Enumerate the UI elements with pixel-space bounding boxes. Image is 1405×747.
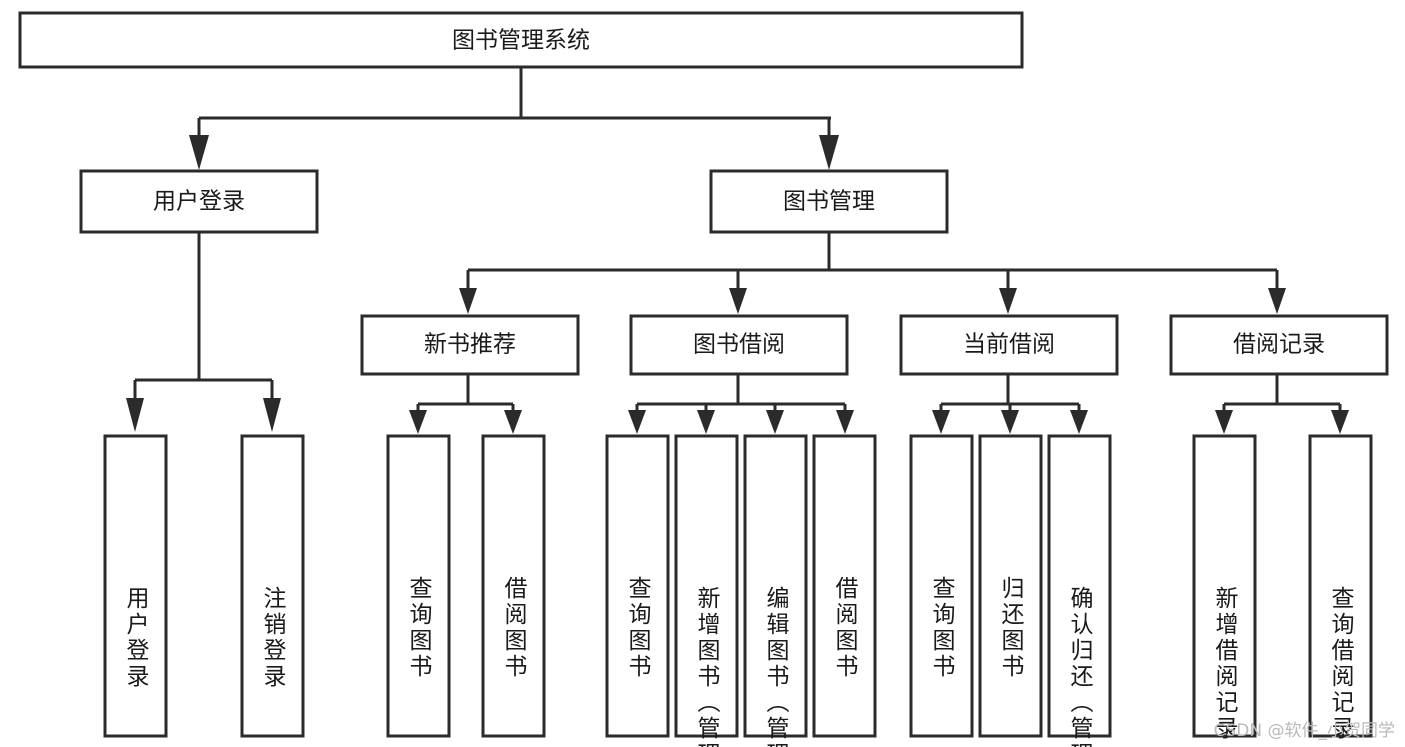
node-leaf-add-book[interactable]: 新增图书（管理员） [674, 434, 739, 747]
arrow-head-book-management [819, 135, 839, 170]
node-book-borrow-box[interactable] [629, 314, 849, 376]
node-root-box[interactable] [18, 11, 1024, 69]
node-leaf-confirm-return-label: 确认归还（管理员） [1066, 586, 1094, 747]
node-leaf-borrow-book-1-label: 借阅图书 [500, 576, 528, 680]
node-leaf-query-book-1-box[interactable] [386, 434, 451, 738]
node-leaf-logout-login-box[interactable] [240, 434, 305, 738]
node-leaf-query-book-3-label: 查询图书 [928, 576, 956, 680]
node-leaf-query-book-1[interactable]: 查询图书 [386, 434, 451, 738]
node-leaf-borrow-book-1-box[interactable] [481, 434, 546, 738]
arrow-head-leaf-add-book [697, 410, 715, 434]
node-borrow-record[interactable]: 借阅记录 [1169, 314, 1389, 376]
node-leaf-add-record[interactable]: 新增借阅记录 [1192, 434, 1257, 742]
arrow-head-book-borrow [729, 288, 747, 314]
arrow-head-leaf-query-book-3 [932, 410, 950, 434]
watermark-label: CSDN @软件_小贺同学 [1213, 721, 1395, 741]
node-user-login[interactable]: 用户登录 [79, 169, 319, 234]
arrow-head-leaf-query-book-2 [628, 410, 646, 434]
arrow-head-user-login [189, 135, 209, 170]
arrow-head-current-borrow [999, 288, 1017, 314]
node-leaf-query-book-2-box[interactable] [605, 434, 670, 738]
node-leaf-logout-login-label: 注销登录 [259, 586, 287, 690]
node-leaf-query-book-1-label: 查询图书 [405, 576, 433, 680]
node-book-borrow[interactable]: 图书借阅 [629, 314, 849, 376]
node-leaf-query-record[interactable]: 查询借阅记录 [1308, 434, 1373, 742]
node-leaf-borrow-book-2-box[interactable] [812, 434, 877, 738]
arrow-head-leaf-borrow-book-1 [504, 410, 522, 434]
arrow-head-leaf-confirm-return [1070, 410, 1088, 434]
arrow-head-leaf-query-record [1331, 410, 1349, 434]
node-user-login-label: 用户登录 [153, 189, 245, 215]
node-leaf-borrow-book-1[interactable]: 借阅图书 [481, 434, 546, 738]
arrow-head-leaf-edit-book [766, 410, 784, 434]
node-leaf-borrow-book-2-label: 借阅图书 [831, 576, 859, 680]
node-leaf-return-book-box[interactable] [978, 434, 1043, 738]
node-leaf-confirm-return[interactable]: 确认归还（管理员） [1047, 434, 1112, 747]
node-new-book-recommend[interactable]: 新书推荐 [360, 314, 580, 376]
node-book-management-label: 图书管理 [783, 189, 875, 215]
node-user-login-box[interactable] [79, 169, 319, 234]
node-leaf-query-record-box[interactable] [1308, 434, 1373, 738]
arrow-head-leaf-return-book [1001, 410, 1019, 434]
node-root-label: 图书管理系统 [452, 28, 590, 54]
arrow-head-leaf-logout-login [263, 398, 281, 432]
node-leaf-return-book[interactable]: 归还图书 [978, 434, 1043, 738]
node-leaf-add-book-label: 新增图书（管理员） [693, 586, 721, 747]
arrow-head-leaf-user-login [126, 398, 144, 432]
node-leaf-query-book-3-box[interactable] [909, 434, 974, 738]
node-current-borrow-box[interactable] [899, 314, 1119, 376]
arrow-head-leaf-query-book-1 [409, 410, 427, 434]
arrow-head-new-book-recommend [459, 288, 477, 314]
node-leaf-user-login-box[interactable] [103, 434, 168, 738]
node-borrow-record-label: 借阅记录 [1233, 332, 1325, 358]
node-leaf-edit-book-label: 编辑图书（管理员） [762, 586, 790, 747]
node-leaf-logout-login[interactable]: 注销登录 [240, 434, 305, 738]
node-leaf-add-record-label: 新增借阅记录 [1211, 586, 1239, 742]
node-leaf-add-book-box[interactable] [674, 434, 739, 738]
node-leaf-query-book-3[interactable]: 查询图书 [909, 434, 974, 738]
node-leaf-confirm-return-box[interactable] [1047, 434, 1112, 738]
node-current-borrow[interactable]: 当前借阅 [899, 314, 1119, 376]
node-leaf-user-login-label: 用户登录 [122, 586, 150, 690]
node-leaf-borrow-book-2[interactable]: 借阅图书 [812, 434, 877, 738]
node-book-borrow-label: 图书借阅 [693, 332, 785, 358]
node-book-management[interactable]: 图书管理 [709, 169, 949, 234]
node-leaf-edit-book-box[interactable] [743, 434, 808, 738]
node-book-management-box[interactable] [709, 169, 949, 234]
node-leaf-query-record-label: 查询借阅记录 [1327, 586, 1355, 742]
node-new-book-recommend-box[interactable] [360, 314, 580, 376]
arrow-head-borrow-record [1268, 288, 1286, 314]
node-leaf-add-record-box[interactable] [1192, 434, 1257, 738]
node-leaf-query-book-2[interactable]: 查询图书 [605, 434, 670, 738]
arrow-head-leaf-add-record [1215, 410, 1233, 434]
node-root[interactable]: 图书管理系统 [18, 11, 1024, 69]
node-leaf-return-book-label: 归还图书 [997, 576, 1025, 680]
node-current-borrow-label: 当前借阅 [963, 332, 1055, 358]
connector-layer [126, 67, 1349, 434]
node-new-book-recommend-label: 新书推荐 [424, 332, 516, 358]
node-leaf-user-login[interactable]: 用户登录 [103, 434, 168, 738]
node-borrow-record-box[interactable] [1169, 314, 1389, 376]
node-leaf-edit-book[interactable]: 编辑图书（管理员） [743, 434, 808, 747]
arrow-head-leaf-borrow-book-2 [836, 410, 854, 434]
node-leaf-query-book-2-label: 查询图书 [624, 576, 652, 680]
